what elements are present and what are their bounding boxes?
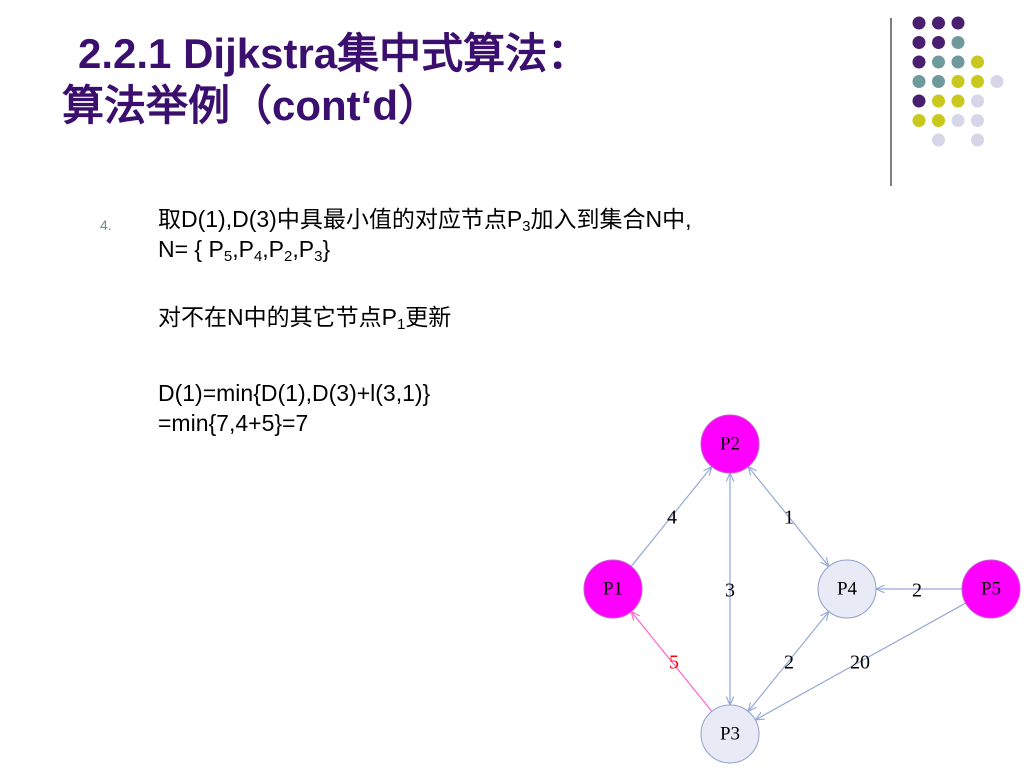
edge-weight-p2-p3: 3 bbox=[725, 580, 735, 602]
step-text-a: 取D(1),D(3)中具最小值的对应节点P bbox=[158, 206, 523, 232]
node-label: P3 bbox=[720, 723, 740, 744]
node-circle bbox=[700, 414, 760, 474]
update-text-b: 更新 bbox=[405, 304, 452, 330]
edge-p1-p3 bbox=[631, 612, 713, 712]
edge-weight-p1-p2: 4 bbox=[667, 507, 677, 529]
edge-weight-p5-p3: 20 bbox=[850, 652, 870, 674]
vertical-divider bbox=[890, 18, 892, 186]
update-line: 对不在N中的其它节点P1更新 bbox=[158, 302, 918, 332]
node-label: P1 bbox=[603, 578, 623, 599]
node-p5: P5 bbox=[961, 559, 1021, 619]
step-number: 4. bbox=[100, 217, 112, 233]
step-text-b: 加入到集合N中, bbox=[530, 206, 692, 232]
edge-weight-p4-p5: 2 bbox=[912, 580, 922, 602]
update-text-a: 对不在N中的其它节点P bbox=[158, 304, 397, 330]
set-sub-2: 2 bbox=[284, 248, 293, 265]
title-line-1: 2.2.1 Dijkstra集中式算法： bbox=[78, 30, 590, 77]
set-sep-3: ,P bbox=[292, 236, 315, 262]
node-label: P4 bbox=[837, 578, 858, 599]
node-circle bbox=[583, 559, 643, 619]
set-sep-2: ,P bbox=[262, 236, 285, 262]
node-p1: P1 bbox=[583, 559, 643, 619]
update-sub-1: 1 bbox=[396, 316, 406, 333]
set-sep-1: ,P bbox=[232, 236, 254, 262]
formula-line-1: D(1)=min{D(1),D(3)+l(3,1)} bbox=[158, 380, 431, 406]
step-content: 取D(1),D(3)中具最小值的对应节点P3加入到集合N中, N= { P5,P… bbox=[158, 204, 918, 438]
step-sub-p3: 3 bbox=[522, 218, 531, 235]
slide-title: 2.2.1 Dijkstra集中式算法： 算法举例（cont‘d） bbox=[62, 28, 862, 132]
set-prefix: N= { P bbox=[158, 236, 224, 262]
set-sub-3: 3 bbox=[314, 248, 323, 265]
edge-p1-p2 bbox=[630, 467, 712, 567]
node-circle bbox=[700, 704, 760, 764]
node-p4: P4 bbox=[817, 559, 877, 619]
edge-weight-p3-p4: 2 bbox=[784, 652, 794, 674]
edge-p3-p4 bbox=[748, 612, 829, 712]
step-text-line: 取D(1),D(3)中具最小值的对应节点P3加入到集合N中, bbox=[158, 204, 918, 234]
edge-weight-p2-p4: 1 bbox=[784, 507, 794, 529]
set-n-line: N= { P5,P4,P2,P3} bbox=[158, 234, 918, 264]
node-p2: P2 bbox=[700, 414, 760, 474]
edge-weight-p1-p3: 5 bbox=[669, 652, 679, 674]
set-sub-5: 5 bbox=[223, 248, 233, 265]
edge-p2-p4 bbox=[748, 467, 829, 567]
edge-p5-p3 bbox=[755, 602, 966, 720]
set-end: } bbox=[322, 236, 331, 262]
node-circle bbox=[817, 559, 877, 619]
title-line-2: 算法举例（cont‘d） bbox=[62, 82, 440, 129]
node-label: P2 bbox=[720, 433, 740, 454]
node-label: P5 bbox=[981, 578, 1001, 599]
node-p3: P3 bbox=[700, 704, 760, 764]
formula-line-2: =min{7,4+5}=7 bbox=[158, 410, 309, 436]
node-circle bbox=[961, 559, 1021, 619]
set-sub-4: 4 bbox=[253, 248, 263, 265]
